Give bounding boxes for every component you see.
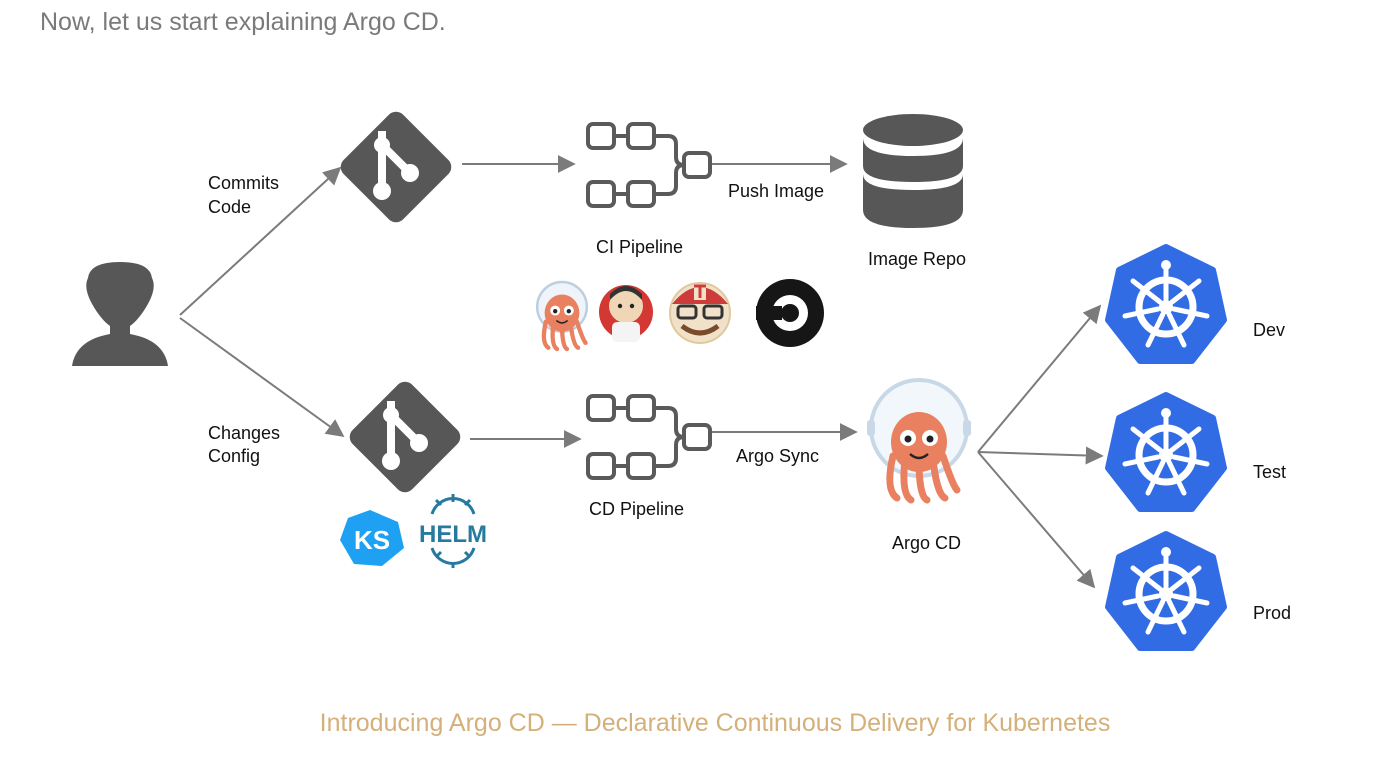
travis-icon: [669, 282, 731, 344]
argo-icon: [867, 378, 971, 500]
intro-text: Now, let us start explaining Argo CD.: [40, 8, 446, 36]
kubernetes-icon: [1108, 534, 1224, 648]
circleci-icon: [756, 279, 824, 347]
arrow-argo-to-test: [977, 446, 1104, 465]
arrow-user-to-git-top: [179, 166, 342, 316]
pipeline-icon: [586, 394, 712, 480]
argo-icon: [535, 280, 589, 349]
git-icon: [337, 108, 456, 227]
image-repo-label: Image Repo: [868, 249, 966, 269]
env-dev-label: Dev: [1253, 320, 1285, 340]
arrow-argo-to-dev: [977, 304, 1102, 453]
commits-code-label: Commits Code: [208, 173, 284, 217]
pipeline-icon: [586, 122, 712, 208]
env-prod-label: Prod: [1253, 603, 1291, 623]
helm-icon: HELM: [419, 494, 487, 568]
ks-logo-text: KS: [354, 525, 390, 555]
changes-config-label: Changes Config: [208, 423, 285, 466]
git-icon: [346, 378, 465, 497]
arrow-argo-to-prod: [977, 451, 1096, 589]
caption: Introducing Argo CD — Declarative Contin…: [319, 709, 1111, 737]
user-icon: [72, 262, 168, 366]
env-test-label: Test: [1253, 462, 1286, 482]
jenkins-icon: [599, 285, 653, 342]
kustomize-icon: KS: [340, 510, 404, 566]
kubernetes-icon: [1108, 395, 1224, 509]
cd-pipeline-label: CD Pipeline: [589, 499, 684, 519]
push-image-label: Push Image: [728, 181, 824, 201]
ci-pipeline-label: CI Pipeline: [596, 237, 683, 257]
kubernetes-icon: [1108, 247, 1224, 361]
argo-cd-label: Argo CD: [892, 533, 961, 553]
arrow-user-to-git-bottom: [179, 317, 345, 438]
helm-logo-text: HELM: [419, 521, 487, 548]
argo-sync-label: Argo Sync: [736, 446, 819, 466]
database-icon: [863, 114, 963, 228]
flow-arrows: [179, 155, 1104, 589]
